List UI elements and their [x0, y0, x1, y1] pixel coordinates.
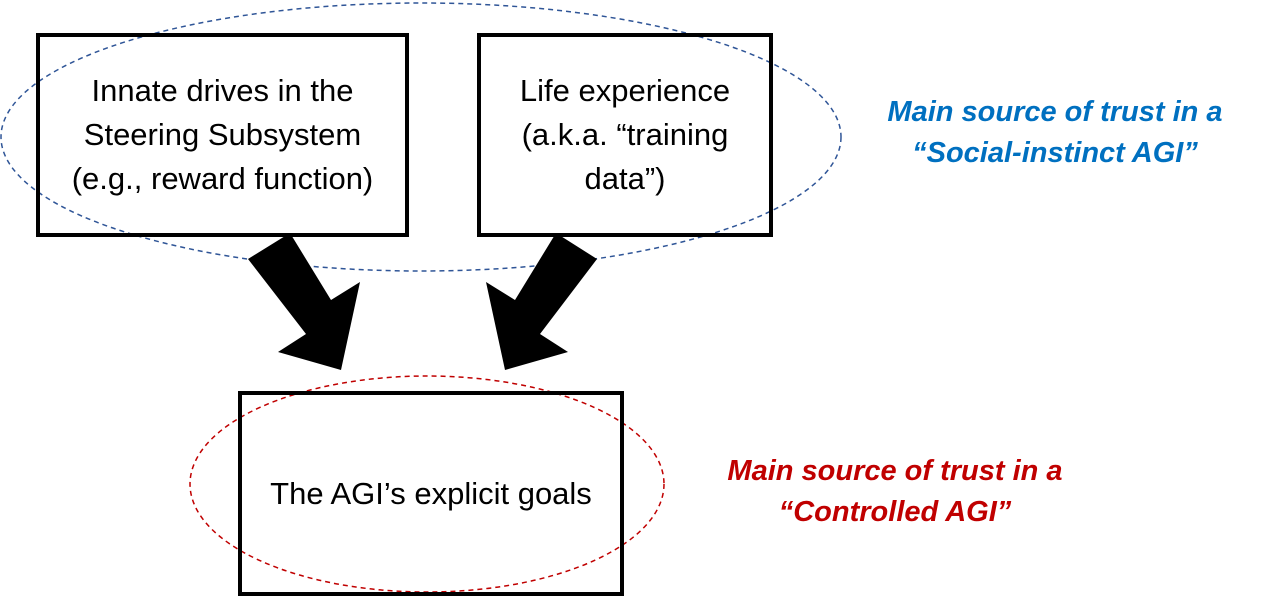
life-experience-line-3: data”): [584, 161, 666, 196]
controlled-callout: Main source of trust in a “Controlled AG…: [690, 451, 1100, 533]
explicit-goals-line-1: The AGI’s explicit goals: [270, 475, 592, 511]
arrow-life-to-goals: [486, 233, 597, 370]
innate-drives-line-1: Innate drives in the: [91, 73, 354, 108]
explicit-goals-text: The AGI’s explicit goals: [270, 472, 592, 516]
explicit-goals-box: The AGI’s explicit goals: [238, 391, 624, 596]
innate-drives-text: Innate drives in the Steering Subsystem …: [72, 69, 374, 201]
social-instinct-callout-line-1: Main source of trust in a: [887, 96, 1223, 128]
life-experience-box: Life experience (a.k.a. “training data”): [477, 33, 773, 237]
innate-drives-box: Innate drives in the Steering Subsystem …: [36, 33, 409, 237]
controlled-callout-line-1: Main source of trust in a: [727, 455, 1063, 487]
social-instinct-callout-line-2: “Social-instinct AGI”: [912, 137, 1198, 169]
controlled-callout-line-2: “Controlled AGI”: [778, 496, 1012, 528]
innate-drives-line-3: (e.g., reward function): [71, 161, 374, 196]
life-experience-line-1: Life experience: [519, 73, 731, 108]
social-instinct-callout: Main source of trust in a “Social-instin…: [850, 92, 1260, 174]
social-instinct-ellipse: [0, 2, 842, 272]
life-experience-text: Life experience (a.k.a. “training data”): [520, 69, 730, 201]
life-experience-line-2: (a.k.a. “training: [521, 117, 729, 152]
arrow-innate-to-goals: [248, 233, 360, 370]
innate-drives-line-2: Steering Subsystem: [83, 117, 362, 152]
